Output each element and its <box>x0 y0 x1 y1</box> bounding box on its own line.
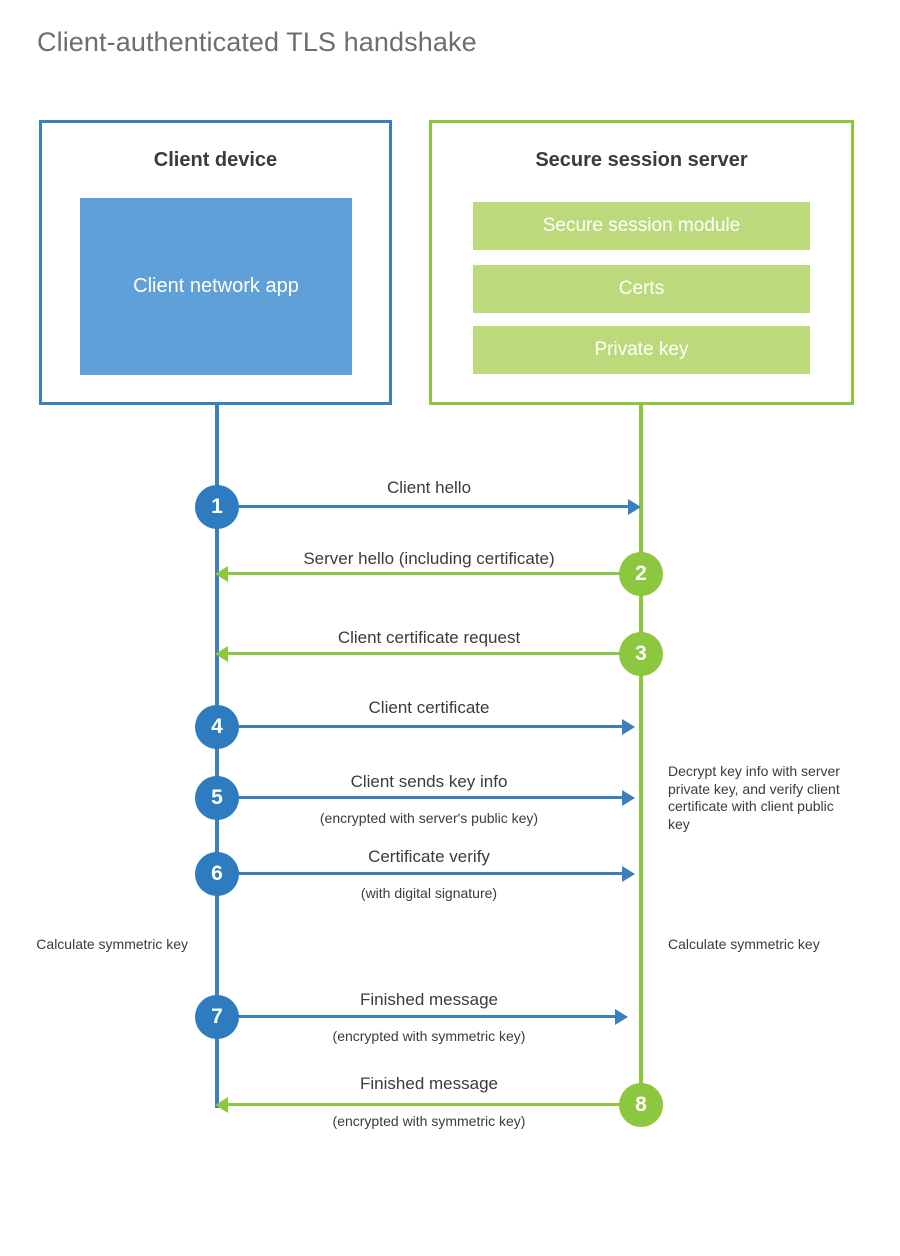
step-6-label: Certificate verify <box>368 847 490 866</box>
client-calculate-symmetric-key-note: Calculate symmetric key <box>36 936 188 952</box>
step-3-arrow-head <box>215 646 228 662</box>
client-device-title: Client device <box>153 149 278 171</box>
step-7-sublabel: (encrypted with symmetric key) <box>332 1028 526 1044</box>
step-badge-5[interactable]: 5 <box>195 776 239 820</box>
step-7-arrow-line <box>217 1015 621 1018</box>
client-device-box: Client device Client network app <box>39 120 392 405</box>
step-8-arrow-head <box>215 1097 228 1113</box>
server-calculate-symmetric-key-note: Calculate symmetric key <box>668 936 820 952</box>
step-1-arrow-head <box>628 499 641 515</box>
step-5-arrow-line <box>217 796 628 799</box>
step-5-arrow-head <box>622 790 635 806</box>
step-6-arrow-line <box>217 872 628 875</box>
step-8-label: Finished message <box>360 1074 498 1093</box>
server-decrypt-note: Decrypt key info with server private key… <box>668 763 840 832</box>
server-lifeline <box>639 403 643 1106</box>
step-badge-8[interactable]: 8 <box>619 1083 663 1127</box>
page-title: Client-authenticated TLS handshake <box>37 27 477 57</box>
step-2-label: Server hello (including certificate) <box>303 549 555 568</box>
step-badge-2[interactable]: 2 <box>619 552 663 596</box>
step-badge-7[interactable]: 7 <box>195 995 239 1039</box>
step-4-label: Client certificate <box>368 698 490 717</box>
step-4-arrow-head <box>622 719 635 735</box>
step-5-sublabel: (encrypted with server's public key) <box>319 810 539 826</box>
step-8-arrow-line <box>223 1103 641 1106</box>
step-badge-3[interactable]: 3 <box>619 632 663 676</box>
step-1-label: Client hello <box>386 478 472 497</box>
secure-session-server-title: Secure session server <box>535 149 748 171</box>
client-network-app-block: Client network app <box>80 198 352 375</box>
step-7-arrow-head <box>615 1009 628 1025</box>
step-6-arrow-head <box>622 866 635 882</box>
secure-session-server-box: Secure session server Secure session mod… <box>429 120 854 405</box>
step-6-sublabel: (with digital signature) <box>360 885 498 901</box>
step-badge-6[interactable]: 6 <box>195 852 239 896</box>
server-component-secure-session-module: Secure session module <box>473 202 810 250</box>
step-7-label: Finished message <box>360 990 498 1009</box>
server-component-private-key: Private key <box>473 326 810 374</box>
step-2-arrow-line <box>223 572 641 575</box>
step-2-arrow-head <box>215 566 228 582</box>
step-3-label: Client certificate request <box>337 628 521 647</box>
step-8-sublabel: (encrypted with symmetric key) <box>332 1113 526 1129</box>
step-1-arrow-line <box>217 505 634 508</box>
step-4-arrow-line <box>217 725 628 728</box>
step-5-label: Client sends key info <box>350 772 508 791</box>
step-3-arrow-line <box>223 652 641 655</box>
client-lifeline <box>215 403 219 1108</box>
step-badge-4[interactable]: 4 <box>195 705 239 749</box>
server-component-certs: Certs <box>473 265 810 313</box>
step-badge-1[interactable]: 1 <box>195 485 239 529</box>
